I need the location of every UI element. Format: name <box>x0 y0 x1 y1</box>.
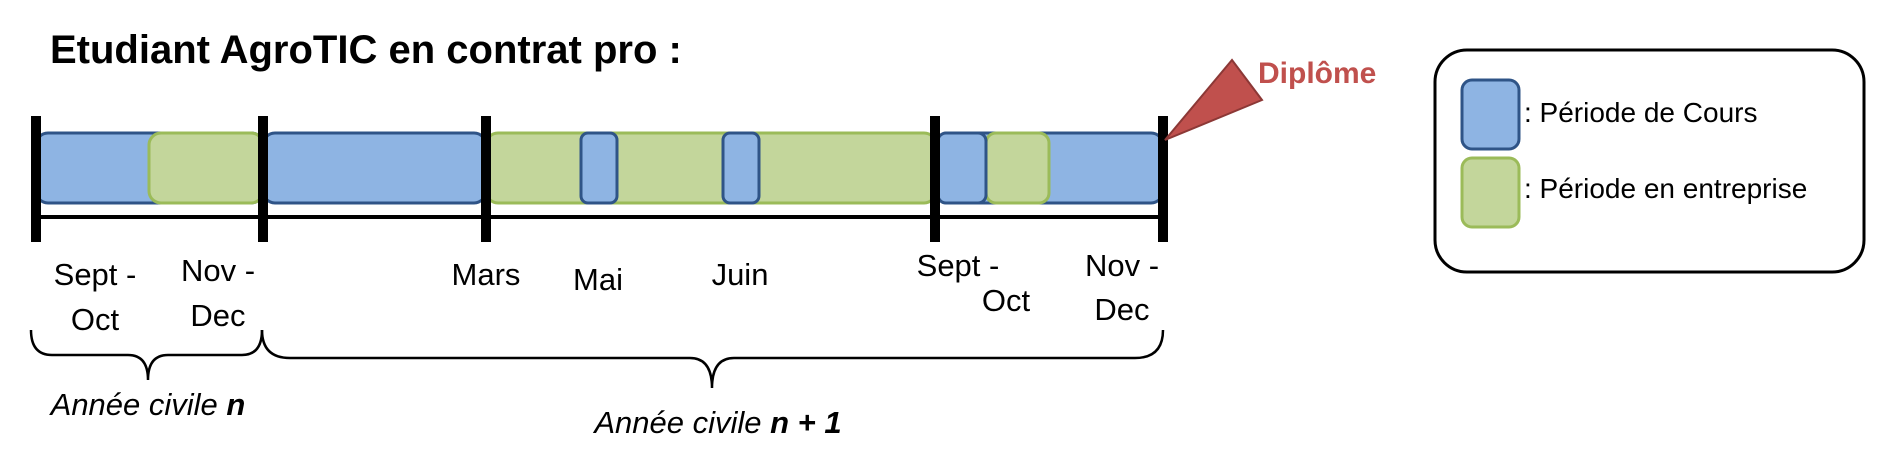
timeline-tick <box>930 116 940 242</box>
period-label-year-n-plus-1: Année civile n + 1 <box>592 405 841 440</box>
timeline-tick <box>1158 116 1168 242</box>
legend-label-entreprise: : Période en entreprise <box>1524 173 1807 204</box>
year-brace-1 <box>29 329 264 381</box>
month-label-sept-1a: Sept - <box>54 257 137 292</box>
timeline-tick <box>258 116 268 242</box>
course-period-block <box>579 131 619 205</box>
course-period-block <box>721 131 761 205</box>
month-label-nov-2a: Nov - <box>1085 248 1159 283</box>
month-label-nov-2b: Dec <box>1094 292 1149 327</box>
diploma-pointer <box>1164 58 1264 141</box>
timeline-tick <box>31 116 41 242</box>
diploma-label: Diplôme <box>1258 57 1376 90</box>
enterprise-period-block <box>484 131 938 205</box>
month-label-juin: Juin <box>712 257 769 292</box>
month-label-sept-1b: Oct <box>71 302 120 337</box>
month-label-mai: Mai <box>573 262 623 297</box>
month-label-mars: Mars <box>452 257 521 292</box>
legend-swatch-entreprise <box>1460 156 1521 229</box>
year-brace-2 <box>260 329 1165 389</box>
enterprise-period-block <box>984 131 1051 205</box>
month-label-sept-2b: Oct <box>982 283 1031 318</box>
legend-label-cours: : Période de Cours <box>1524 97 1757 128</box>
month-label-sept-2a: Sept - <box>917 248 1000 283</box>
course-period-block <box>261 131 488 205</box>
enterprise-period-block <box>147 131 265 205</box>
month-label-nov-1b: Dec <box>190 298 245 333</box>
course-period-block <box>936 131 988 205</box>
timeline-tick <box>481 116 491 242</box>
month-label-nov-1a: Nov - <box>181 253 255 288</box>
legend-swatch-cours <box>1460 78 1521 151</box>
period-label-year-n: Année civile n <box>49 387 246 422</box>
page-title: Etudiant AgroTIC en contrat pro : <box>50 28 682 72</box>
legend-box <box>1433 48 1866 274</box>
